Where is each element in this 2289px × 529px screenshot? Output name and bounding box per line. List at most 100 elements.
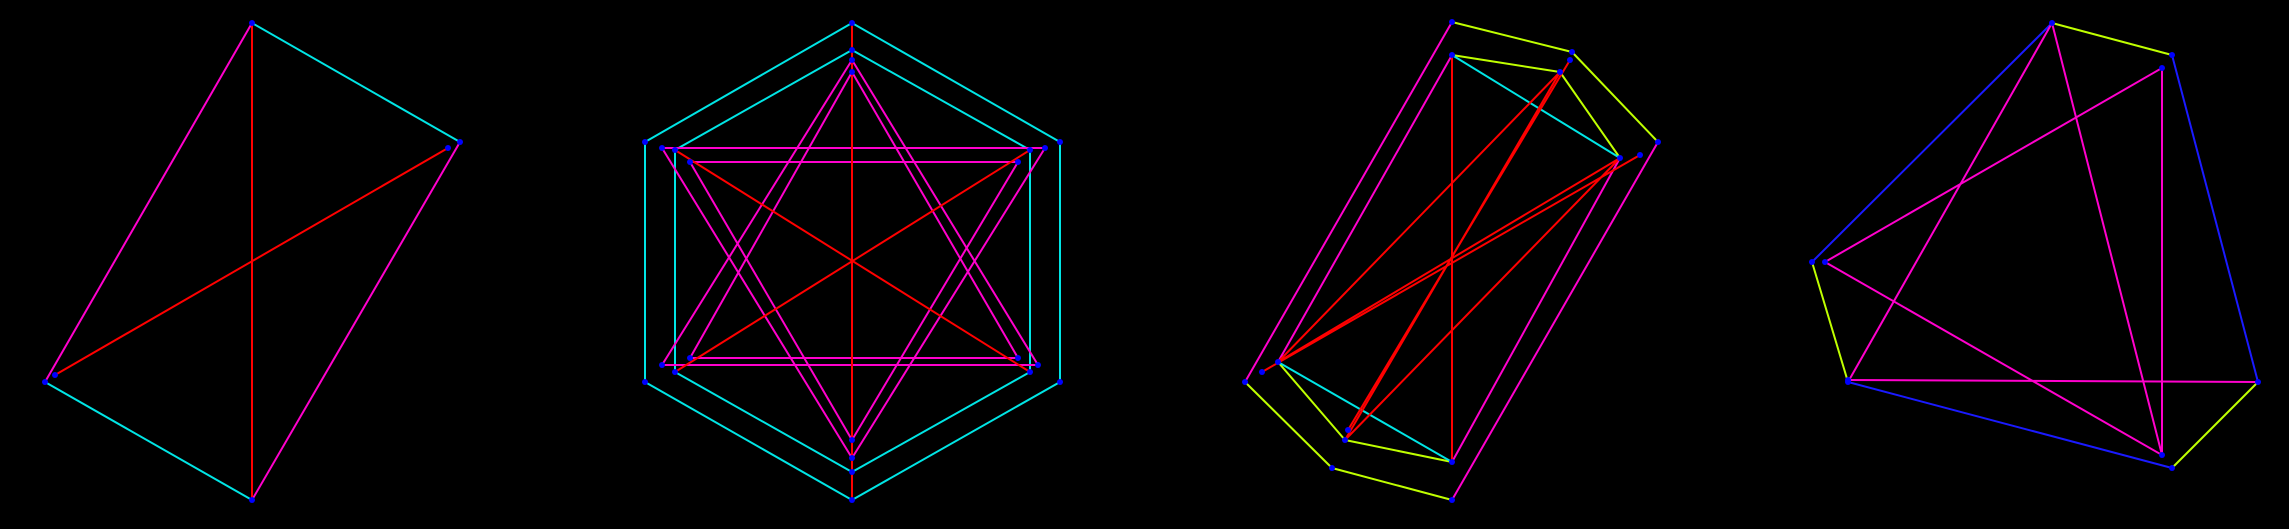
figure-2-vertex-20 xyxy=(1015,355,1021,361)
figure-3 xyxy=(1242,19,1661,503)
figure-3-vertex-3 xyxy=(1449,497,1455,503)
figure-4-edge-9 xyxy=(1824,261,2163,456)
figure-2-vertex-12 xyxy=(849,57,855,63)
figure-3-edge-2 xyxy=(1331,467,1453,501)
figure-2-edge-8 xyxy=(851,371,1031,473)
figure-3-vertex-13 xyxy=(1637,152,1643,158)
figure-2-edge-2 xyxy=(851,381,1061,501)
figure-3-edge-12 xyxy=(1277,361,1453,463)
figure-1-edge-3 xyxy=(251,141,461,501)
figure-1-vertex-1 xyxy=(457,139,463,145)
figure-1-vertex-5 xyxy=(52,372,58,378)
figure-3-vertex-15 xyxy=(1259,369,1265,375)
figure-2-vertex-11 xyxy=(672,147,678,153)
figure-3-edge-19 xyxy=(1277,71,1561,363)
figure-4-vertex-1 xyxy=(2169,52,2175,58)
figure-2-edge-9 xyxy=(674,371,853,473)
figure-2-edge-18 xyxy=(851,71,1019,359)
figure-2-vertex-23 xyxy=(687,159,693,165)
figure-3-edge-13 xyxy=(1451,54,1621,159)
figure-2-vertex-10 xyxy=(672,369,678,375)
figure-1 xyxy=(42,20,463,503)
figure-1-vertex-3 xyxy=(249,497,255,503)
figure-3-edge-5 xyxy=(1559,71,1621,159)
figure-4-edge-0 xyxy=(2051,22,2173,56)
figure-3-edge-20 xyxy=(1344,157,1621,441)
figure-4-edge-3 xyxy=(1847,381,2173,469)
figure-2-vertex-1 xyxy=(1057,139,1063,145)
figure-2-edge-11 xyxy=(674,49,853,151)
figure-3-edge-18 xyxy=(1261,154,1641,373)
figure-3-edge-1 xyxy=(1571,51,1659,143)
figure-4-vertex-6 xyxy=(2159,65,2165,71)
figure-1-edge-0 xyxy=(251,22,461,143)
figure-2-edge-3 xyxy=(644,381,853,501)
figure-3-vertex-1 xyxy=(1569,49,1575,55)
figure-2-edge-21 xyxy=(851,161,1019,441)
figure-4-vertex-7 xyxy=(2159,452,2165,458)
figure-3-edge-7 xyxy=(1277,361,1346,441)
figure-4-edge-7 xyxy=(2051,22,2163,456)
figure-3-edge-11 xyxy=(1451,157,1621,463)
figure-4-edge-6 xyxy=(1847,22,2053,383)
figure-1-edge-1 xyxy=(44,381,253,501)
figure-4-vertex-9 xyxy=(1845,377,1851,383)
figure-2 xyxy=(642,20,1063,503)
figure-4-edge-4 xyxy=(1811,261,1849,383)
figure-4-edge-8 xyxy=(1824,67,2163,263)
figure-2-vertex-15 xyxy=(849,455,855,461)
figure-2-vertex-13 xyxy=(1042,145,1048,151)
figure-4-vertex-0 xyxy=(2049,20,2055,26)
figure-3-edge-0 xyxy=(1451,21,1573,53)
figure-2-edge-5 xyxy=(644,22,853,143)
figure-4 xyxy=(1809,20,2261,471)
figure-3-edge-8 xyxy=(1244,21,1453,383)
figure-2-vertex-14 xyxy=(1035,362,1041,368)
figure-3-vertex-9 xyxy=(1449,459,1455,465)
figure-2-edge-6 xyxy=(851,49,1031,151)
figure-2-vertex-0 xyxy=(849,20,855,26)
figure-1-vertex-4 xyxy=(445,145,451,151)
figure-2-vertex-6 xyxy=(849,47,855,53)
figure-4-vertex-3 xyxy=(2169,465,2175,471)
figure-2-edge-15 xyxy=(851,147,1046,459)
figure-2-vertex-2 xyxy=(1057,379,1063,385)
figure-3-vertex-2 xyxy=(1655,139,1661,145)
figure-2-edge-16 xyxy=(661,147,853,459)
figure-4-edge-11 xyxy=(1847,379,2259,383)
figure-4-edge-1 xyxy=(2171,54,2259,383)
figure-3-edge-3 xyxy=(1244,381,1333,469)
figure-2-vertex-22 xyxy=(687,355,693,361)
figure-4-edge-5 xyxy=(1811,22,2053,263)
figure-2-vertex-19 xyxy=(1015,159,1021,165)
figure-1-vertex-0 xyxy=(249,20,255,26)
figure-3-vertex-7 xyxy=(1557,69,1563,75)
figure-3-edge-4 xyxy=(1451,54,1561,73)
figure-1-vertex-2 xyxy=(42,379,48,385)
figure-2-edge-0 xyxy=(851,22,1061,143)
figure-1-edge-5 xyxy=(54,147,449,376)
figure-3-vertex-4 xyxy=(1329,465,1335,471)
figure-3-vertex-10 xyxy=(1342,437,1348,443)
figure-3-vertex-6 xyxy=(1449,52,1455,58)
figure-3-edge-16 xyxy=(1347,59,1571,431)
figure-3-edge-6 xyxy=(1344,439,1453,463)
figure-4-vertex-5 xyxy=(1809,259,1815,265)
figure-2-vertex-16 xyxy=(659,362,665,368)
figure-4-vertex-2 xyxy=(2255,379,2261,385)
figure-3-vertex-12 xyxy=(1567,57,1573,63)
figure-2-vertex-17 xyxy=(659,145,665,151)
figure-4-edge-2 xyxy=(2171,381,2259,469)
figure-2-edge-12 xyxy=(851,59,1039,366)
figure-2-vertex-21 xyxy=(849,437,855,443)
figure-2-edge-14 xyxy=(661,59,853,366)
figure-3-vertex-5 xyxy=(1242,379,1248,385)
figure-2-edge-20 xyxy=(689,71,853,359)
figure-2-vertex-7 xyxy=(1027,147,1033,153)
figure-2-vertex-3 xyxy=(849,497,855,503)
figure-3-edge-17 xyxy=(1277,157,1621,363)
figure-2-edge-22 xyxy=(689,161,853,441)
